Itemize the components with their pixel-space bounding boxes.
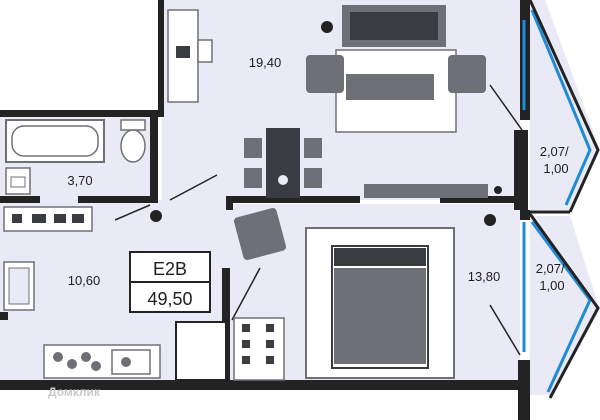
balcony-bottom-line2: 1,00 (539, 278, 564, 293)
dining-table (244, 128, 322, 198)
tv-stand (364, 184, 488, 198)
walls (0, 0, 530, 420)
windows (522, 9, 592, 393)
shoe-rack (3, 206, 93, 232)
room-area-living: 19,40 (249, 55, 282, 70)
room-area-bathroom: 3,70 (67, 173, 92, 188)
balcony-top-line2: 1,00 (543, 161, 568, 176)
armchair-bedroom (233, 207, 287, 261)
balcony-floor-lower (530, 216, 600, 395)
kitchen-counter (43, 344, 161, 379)
balcony-top-line1: 2,07/ (540, 144, 569, 159)
watermark: Домклик (48, 385, 101, 399)
armchairs (306, 55, 486, 93)
bench (3, 261, 35, 311)
bathtub (5, 119, 105, 163)
apartment-code: E2B (153, 259, 187, 279)
plant-icons (150, 21, 502, 226)
apartment-label: E2B 49,50 (129, 251, 211, 313)
apartment-total-area: 49,50 (147, 289, 192, 309)
toilet (120, 119, 146, 163)
room-area-balcony-top: 2,07/ 1,00 (540, 144, 573, 176)
washbasin (5, 167, 31, 195)
sofa (342, 5, 446, 47)
door-swings (114, 84, 523, 356)
balcony-bottom-line1: 2,07/ (536, 261, 565, 276)
balcony-railing (528, 0, 600, 399)
room-area-balcony-bottom: 2,07/ 1,00 (536, 261, 569, 293)
room-area-bedroom: 13,80 (468, 269, 501, 284)
balcony-floor (530, 0, 600, 210)
desk (167, 9, 213, 103)
bed (305, 227, 455, 379)
room-area-hallway: 10,60 (68, 273, 101, 288)
coffee-area (335, 49, 457, 133)
wardrobe (233, 317, 285, 381)
